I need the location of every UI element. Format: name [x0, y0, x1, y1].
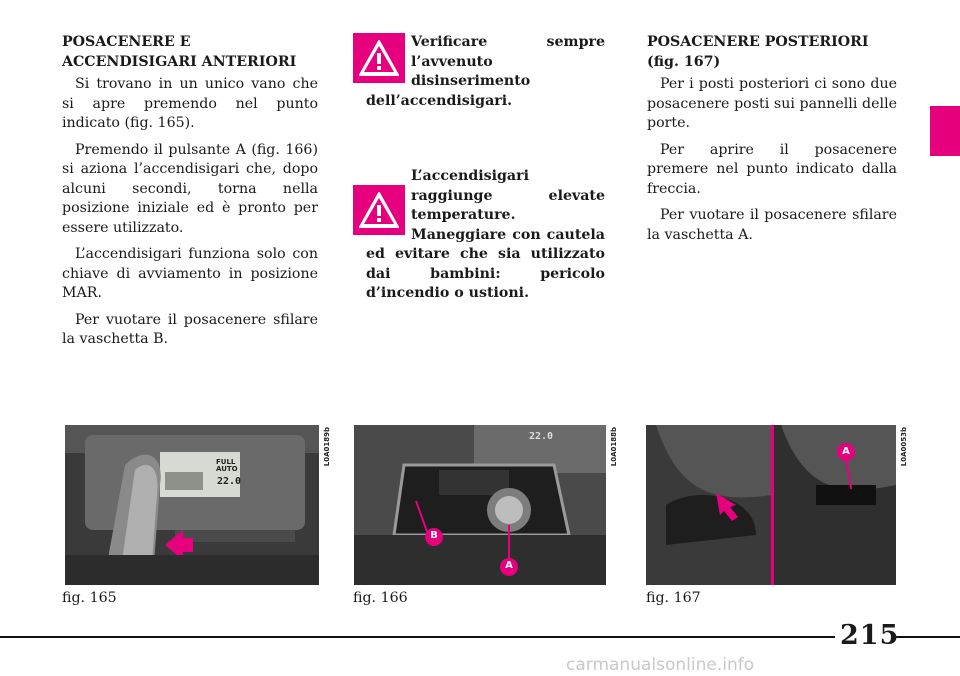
right-column: POSACENERE POSTERIORI (fig. 167) Per i p… [647, 33, 897, 252]
display-temperature: 22.0 [217, 476, 242, 487]
section-tab [930, 106, 960, 156]
warning-box: L’accendisigari raggiunge elevate temper… [353, 167, 605, 304]
figure-code: L0A0053b [900, 427, 908, 467]
paragraph: Si trovano in un unico vano che si apre … [62, 76, 318, 131]
figure-code: L0A0189b [323, 427, 331, 467]
paragraph: Per vuotare il posacenere sfilare la vas… [647, 207, 897, 243]
page-number: 215 [840, 620, 900, 651]
warning-icon [353, 33, 405, 83]
warnings-column: Verificare sempre l’avvenuto disinserime… [353, 33, 605, 304]
figure-166-photo: 22.0 B A [354, 425, 606, 585]
figure-165-photo: FULL AUTO 22.0 [65, 425, 319, 585]
label-a: A [842, 446, 850, 457]
warning-text: Verificare sempre l’avvenuto disinserime… [366, 34, 605, 109]
display-temperature: 22.0 [529, 431, 554, 442]
paragraph: L’accendisigari funziona solo con chiave… [62, 246, 318, 301]
paragraph: Per aprire il posacenere premere nel pun… [647, 141, 897, 197]
label-b: B [430, 530, 438, 541]
rear-ashtray-heading: POSACENERE POSTERIORI (fig. 167) [647, 34, 869, 70]
paragraph: Per vuotare il posacenere sfilare la vas… [62, 311, 318, 348]
watermark: carmanualsonline.info [566, 655, 755, 675]
footer-rule [895, 636, 960, 638]
warning-text: L’accendisigari raggiunge elevate temper… [366, 168, 605, 301]
figure-code: L0A0188b [610, 427, 618, 467]
display-text: FULL [216, 458, 236, 466]
figure-caption: fig. 166 [353, 590, 408, 606]
left-column: POSACENERE E ACCENDISIGARI ANTERIORI Si … [62, 33, 318, 357]
front-ashtray-heading: POSACENERE E ACCENDISIGARI ANTERIORI [62, 34, 297, 70]
figure-caption: fig. 165 [62, 590, 117, 606]
figure-caption: fig. 167 [646, 590, 701, 606]
warning-icon [353, 185, 405, 235]
label-a: A [505, 560, 513, 571]
paragraph: Per i posti posteriori ci sono due posac… [647, 76, 897, 131]
figure-167-photo: A [646, 425, 896, 585]
warning-box: Verificare sempre l’avvenuto disinserime… [353, 33, 605, 111]
paragraph: Premendo il pulsante A (fig. 166) si azi… [62, 141, 318, 236]
display-text: AUTO [216, 465, 238, 473]
footer-rule [0, 636, 835, 638]
